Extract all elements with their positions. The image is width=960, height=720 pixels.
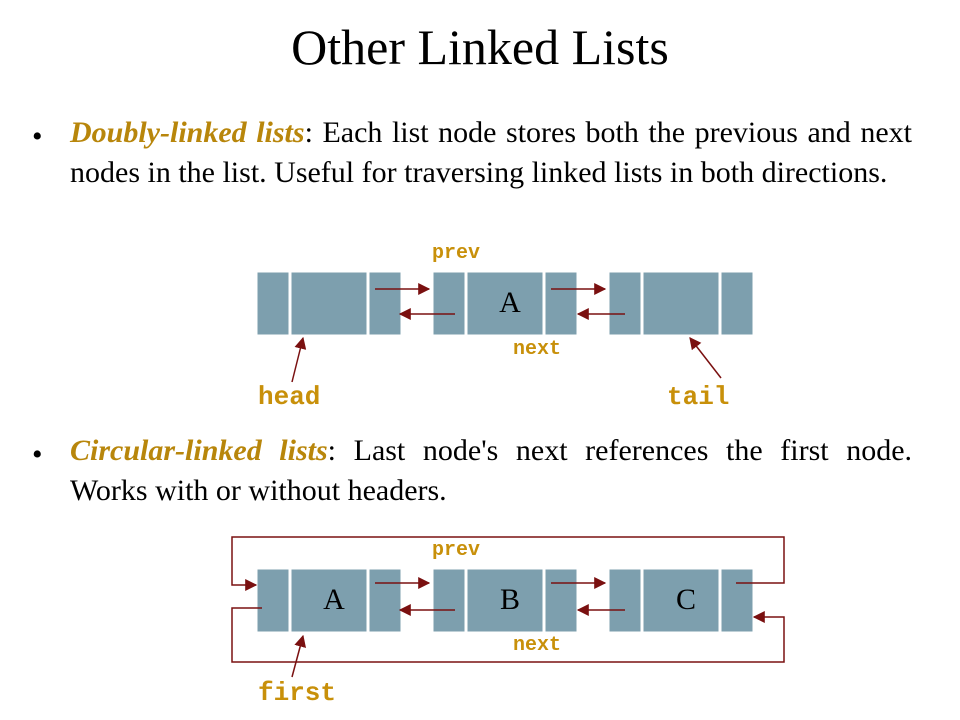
head-label: head bbox=[258, 382, 320, 412]
circular-next-arrow bbox=[231, 536, 785, 591]
slide-title: Other Linked Lists bbox=[291, 19, 669, 75]
node-value: C bbox=[676, 583, 696, 616]
tail-label: tail bbox=[667, 382, 729, 412]
list-node-right bbox=[606, 269, 756, 338]
doubly-linked-description: Doubly-linked lists: Each list node stor… bbox=[70, 113, 912, 193]
bullet-marker-1: • bbox=[32, 120, 43, 153]
prev-label: prev bbox=[432, 242, 480, 265]
doubly-linked-diagram: prev A next head tail bbox=[254, 242, 756, 412]
list-node-a: A bbox=[254, 566, 404, 635]
circular-linked-term: Circular-linked lists bbox=[70, 434, 328, 467]
circular-linked-diagram: prev A B C next first bbox=[231, 536, 785, 708]
doubly-linked-text: : Each list node stores both the previou… bbox=[70, 116, 912, 189]
list-node-c: C bbox=[606, 566, 756, 635]
tail-arrow bbox=[689, 337, 722, 379]
next-label: next bbox=[513, 634, 561, 657]
circular-prev-arrow bbox=[231, 607, 785, 663]
first-arrow bbox=[291, 634, 306, 678]
first-label: first bbox=[258, 678, 336, 708]
node-value: B bbox=[500, 583, 520, 616]
prev-label: prev bbox=[432, 539, 480, 562]
head-arrow bbox=[291, 336, 307, 383]
node-value: A bbox=[499, 286, 521, 319]
doubly-linked-term: Doubly-linked lists bbox=[70, 116, 305, 149]
next-label: next bbox=[513, 338, 561, 361]
circular-linked-description: Circular-linked lists: Last node's next … bbox=[70, 431, 912, 511]
list-node-left bbox=[254, 269, 404, 338]
node-value: A bbox=[323, 583, 345, 616]
list-node-a: A bbox=[430, 269, 580, 338]
list-node-b: B bbox=[430, 566, 580, 635]
bullet-marker-2: • bbox=[32, 438, 43, 471]
circular-linked-text: : Last node's next references the first … bbox=[70, 434, 913, 507]
